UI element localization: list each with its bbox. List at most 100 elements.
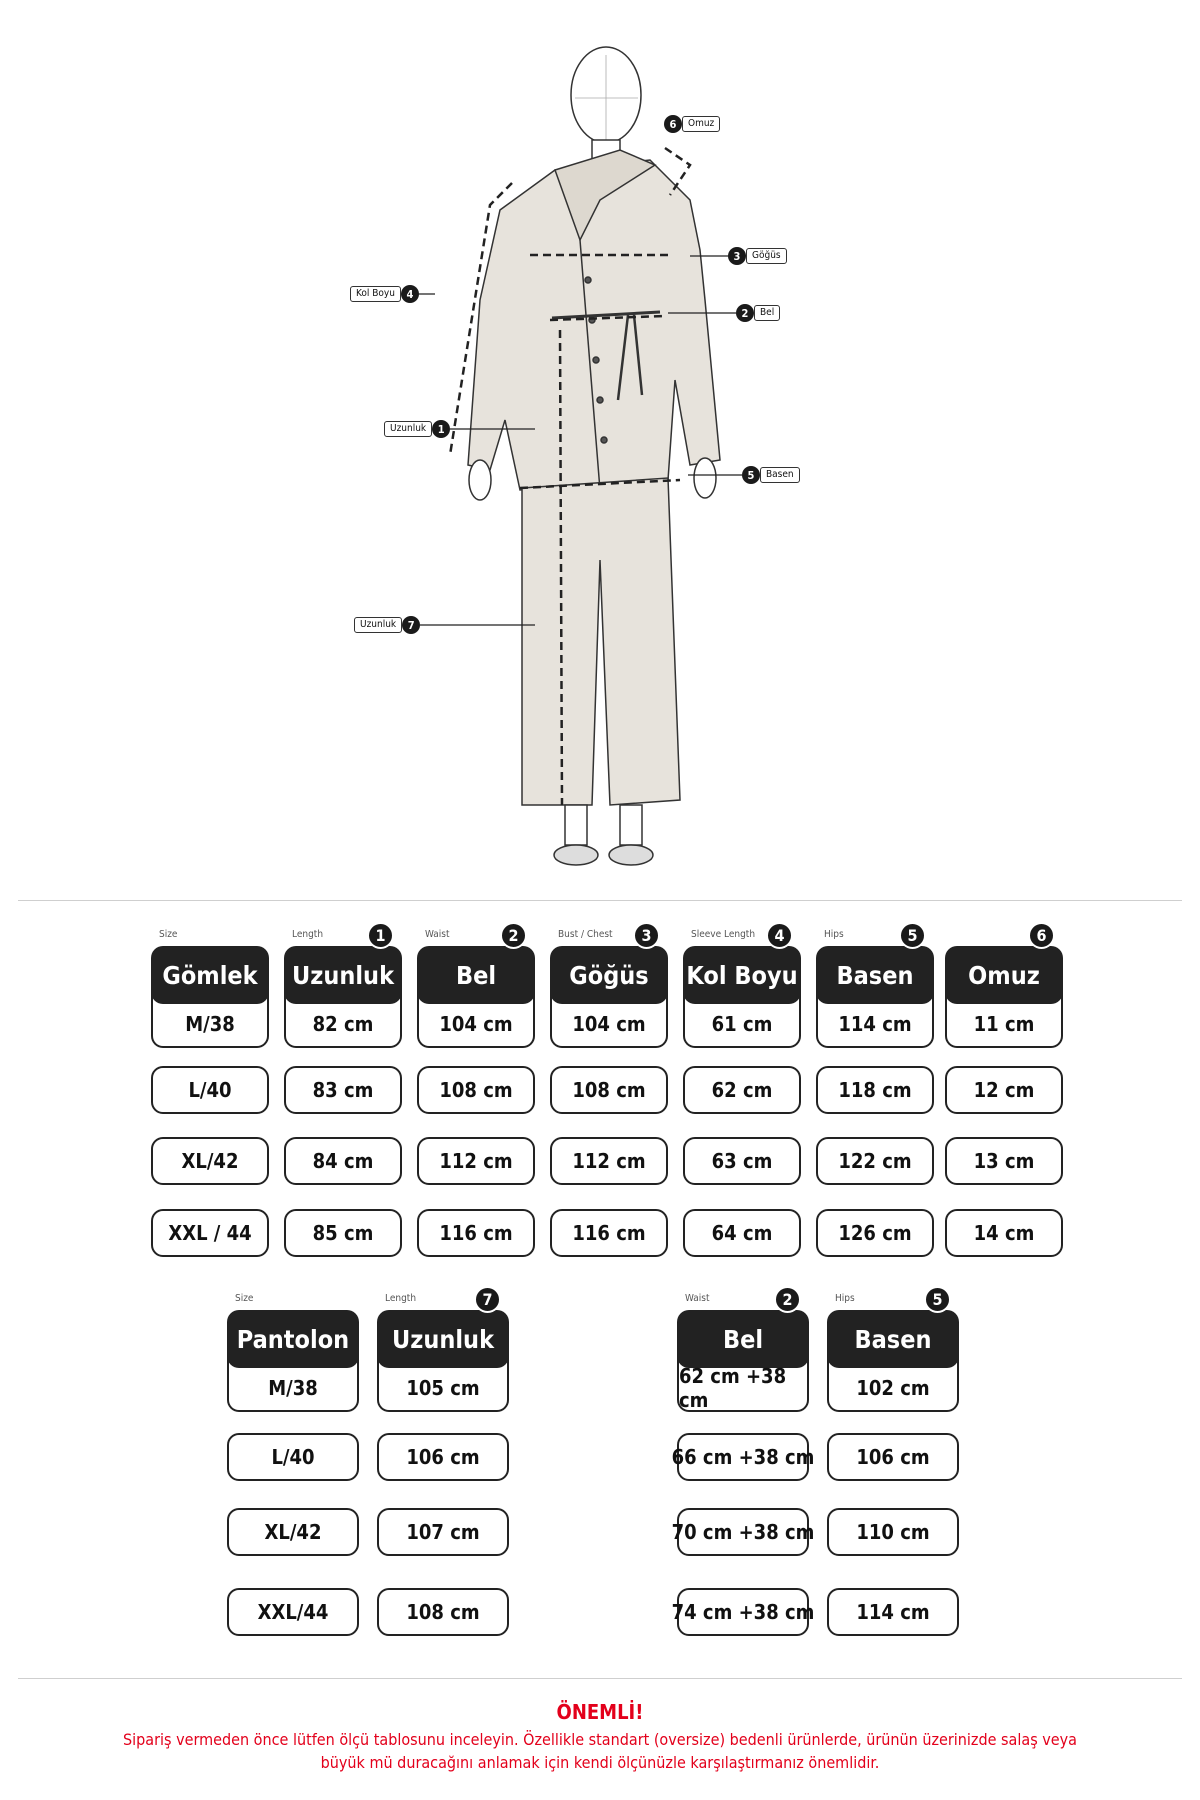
table-cell: 66 cm +38 cm [672,1433,814,1481]
table-cell: 104 cm [417,992,535,1048]
table-cell: 83 cm [284,1066,402,1114]
note-title: ÖNEMLİ! [556,1700,644,1724]
table-cell: 118 cm [816,1066,934,1114]
table-cell: 110 cm [827,1508,959,1556]
callout-number: 5 [742,466,760,484]
table-cell: 108 cm [377,1588,509,1636]
table-cell: 13 cm [945,1137,1063,1185]
column-header: Bel [677,1310,809,1368]
table-cell: 63 cm [683,1137,801,1185]
table-cell: 102 cm [827,1356,959,1412]
table-cell: XL/42 [151,1137,269,1185]
table-cell: 70 cm +38 cm [672,1508,814,1556]
important-note: ÖNEMLİ! Sipariş vermeden önce lütfen ölç… [0,1700,1200,1774]
callout-label: Kol Boyu [350,286,401,302]
callout-gogus: 3 Göğüs [728,247,787,265]
callout-number: 3 [728,247,746,265]
table-cell: 62 cm +38 cm [677,1356,809,1412]
table-cell: 14 cm [945,1209,1063,1257]
table-cell: 84 cm [284,1137,402,1185]
callout-omuz: 6 Omuz [664,115,721,133]
column-subtitle: Hips [835,1293,855,1304]
table-cell: XXL/44 [227,1588,359,1636]
measurement-number-badge: 6 [1028,922,1055,949]
callout-basen: 5 Basen [742,466,800,484]
table-cell: 105 cm [377,1356,509,1412]
table-cell: 62 cm [683,1066,801,1114]
measurement-number-badge: 4 [766,922,793,949]
divider [18,1678,1182,1679]
divider [18,900,1182,901]
column-header: Uzunluk [284,946,402,1004]
callout-number: 7 [402,616,421,634]
column-header: Basen [816,946,934,1004]
callout-kol-boyu: Kol Boyu 4 [350,285,419,303]
table-cell: L/40 [151,1066,269,1114]
table-cell: 104 cm [550,992,668,1048]
note-line-1: Sipariş vermeden önce lütfen ölçü tablos… [123,1730,1077,1749]
column-header: Pantolon [227,1310,359,1368]
measurement-number-badge: 1 [367,922,394,949]
table-cell: 126 cm [816,1209,934,1257]
column-subtitle: Length [385,1293,417,1304]
callout-label: Basen [760,467,800,483]
measurement-number-badge: 7 [474,1286,501,1313]
table-cell: 11 cm [945,992,1063,1048]
table-cell: 116 cm [417,1209,535,1257]
measurement-number-badge: 2 [500,922,527,949]
measurement-number-badge: 2 [774,1286,801,1313]
column-header: Gömlek [151,946,269,1004]
callout-label: Uzunluk [384,421,433,437]
callout-number: 4 [400,285,419,303]
table-cell: 82 cm [284,992,402,1048]
callout-label: Göğüs [746,248,787,264]
table-cell: 107 cm [377,1508,509,1556]
column-header: Omuz [945,946,1063,1004]
callout-number: 6 [664,115,682,133]
column-header: Bel [417,946,535,1004]
callout-label: Bel [754,305,781,321]
column-subtitle: Size [159,929,178,940]
table-cell: L/40 [227,1433,359,1481]
table-cell: 108 cm [417,1066,535,1114]
column-subtitle: Size [235,1293,254,1304]
measurement-number-badge: 3 [633,922,660,949]
table-cell: 114 cm [827,1588,959,1636]
callout-uzunluk-shirt: Uzunluk 1 [384,420,451,438]
callout-label: Uzunluk [354,617,403,633]
table-cell: 112 cm [417,1137,535,1185]
column-header: Göğüs [550,946,668,1004]
table-cell: 106 cm [827,1433,959,1481]
column-subtitle: Waist [425,929,450,940]
table-cell: 114 cm [816,992,934,1048]
callout-label: Omuz [682,116,721,132]
note-line-2: büyük mü duracağını anlamak için kendi ö… [320,1753,880,1772]
table-cell: XL/42 [227,1508,359,1556]
table-cell: 12 cm [945,1066,1063,1114]
table-cell: 61 cm [683,992,801,1048]
column-header: Uzunluk [377,1310,509,1368]
table-cell: 74 cm +38 cm [672,1588,814,1636]
table-cell: 122 cm [816,1137,934,1185]
column-subtitle: Bust / Chest [558,929,613,940]
mannequin-drawing [395,46,742,866]
table-cell: 108 cm [550,1066,668,1114]
table-cell: 85 cm [284,1209,402,1257]
measurement-number-badge: 5 [924,1286,951,1313]
table-cell: XXL / 44 [151,1209,269,1257]
table-cell: 116 cm [550,1209,668,1257]
column-header: Kol Boyu [683,946,801,1004]
callout-bel: 2 Bel [736,304,781,322]
callout-number: 1 [432,420,451,438]
table-cell: 64 cm [683,1209,801,1257]
column-subtitle: Length [292,929,324,940]
